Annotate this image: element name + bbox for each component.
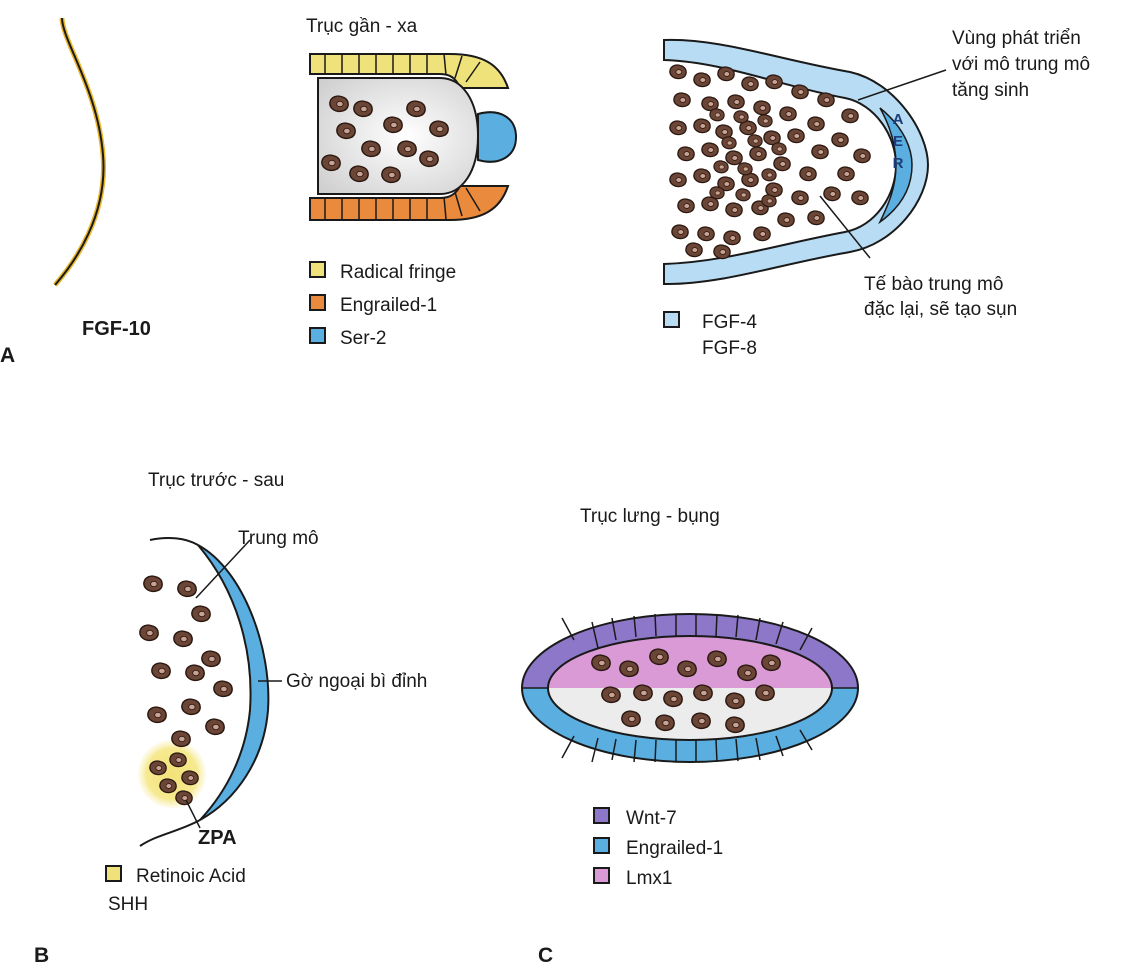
panel-b-letter: B — [34, 944, 49, 967]
ant-post-title: Trục trước - sau — [148, 470, 284, 491]
legend-shh: SHH — [108, 894, 148, 915]
aer-letter-a: A — [893, 111, 904, 128]
mesenchyme-label: Trung mô — [238, 528, 319, 549]
legend-swatch-lmx1 — [593, 867, 610, 884]
condensing-cells-label-line-2: đặc lại, sẽ tạo sụn — [864, 299, 1017, 320]
legend-swatch-retinoic-acid — [105, 865, 122, 882]
legend-swatch-wnt-7 — [593, 807, 610, 824]
zpa-label: ZPA — [198, 827, 237, 849]
prox-distal-limb-bud — [309, 53, 518, 221]
dorsal-ventral-title: Trục lưng - bụng — [580, 506, 720, 527]
fgf10-limb-bud — [53, 17, 107, 287]
legend-swatch-engrailed-1 — [309, 294, 326, 311]
dorsal-ventral-limb-bud — [521, 613, 859, 763]
legend-radical-fringe: Radical fringe — [340, 262, 456, 283]
legend-swatch-fgf — [663, 311, 680, 328]
apical-ridge-label: Gờ ngoại bì đỉnh — [286, 671, 427, 692]
legend-lmx1: Lmx1 — [626, 868, 672, 889]
ant-post-limb-bud — [138, 536, 282, 847]
condensing-cells-label-line-1: Tế bào trung mô — [864, 274, 1003, 295]
aer-letter-r: R — [893, 155, 904, 172]
legend-engrailed-1-c: Engrailed-1 — [626, 838, 723, 859]
growth-zone-label-line-1: Vùng phát triển — [952, 28, 1081, 49]
legend-swatch-radical-fringe — [309, 261, 326, 278]
prox-distal-legend: Radical fringe Engrailed-1 Ser-2 — [309, 261, 456, 349]
growth-zone-label-line-3: tăng sinh — [952, 80, 1029, 101]
legend-wnt-7: Wnt-7 — [626, 808, 677, 829]
growth-zone-limb-bud — [663, 38, 947, 286]
growth-zone-label-line-2: với mô trung mô — [952, 54, 1090, 75]
panel-a-letter: A — [0, 344, 15, 367]
fgf10-label: FGF-10 — [82, 318, 151, 340]
legend-swatch-ser-2 — [309, 327, 326, 344]
legend-fgf-4: FGF-4 — [702, 312, 757, 333]
growth-legend: FGF-4 FGF-8 — [663, 311, 757, 359]
legend-fgf-8: FGF-8 — [702, 338, 757, 359]
prox-distal-title: Trục gần - xa — [306, 16, 418, 37]
ant-post-legend: Retinoic Acid SHH — [105, 865, 246, 915]
legend-ser-2: Ser-2 — [340, 328, 386, 349]
aer-letter-e: E — [893, 133, 903, 150]
legend-engrailed-1: Engrailed-1 — [340, 295, 437, 316]
panel-c-letter: C — [538, 944, 553, 967]
legend-swatch-engrailed-1-c — [593, 837, 610, 854]
legend-retinoic-acid: Retinoic Acid — [136, 866, 246, 887]
dorsal-ventral-legend: Wnt-7 Engrailed-1 Lmx1 — [593, 807, 723, 889]
